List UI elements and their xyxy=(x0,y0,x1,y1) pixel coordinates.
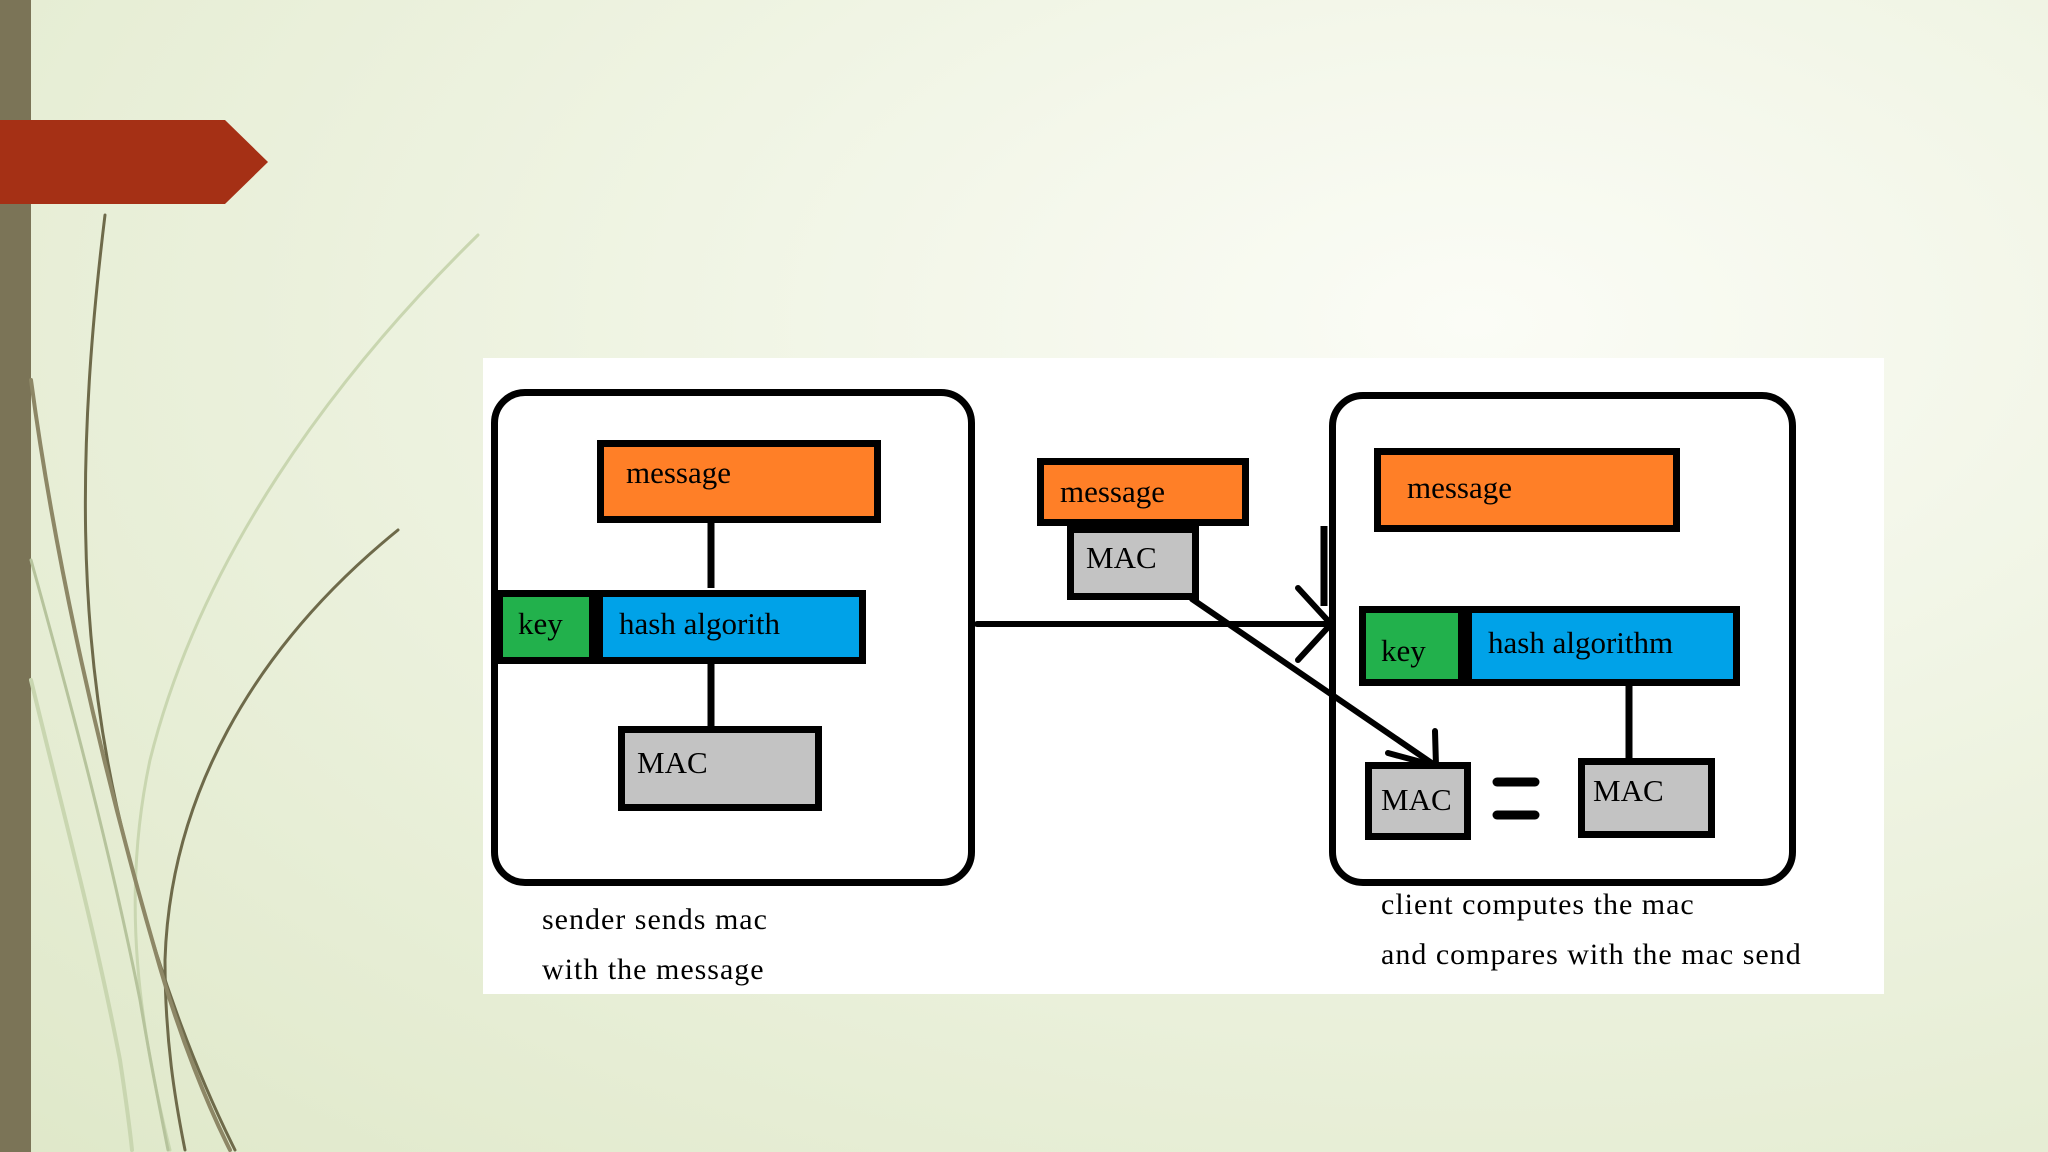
client-caption-line1: client computes the mac xyxy=(1381,888,1695,921)
client-caption-line2: and compares with the mac send xyxy=(1381,938,1802,971)
computed-mac-box: MAC xyxy=(1578,758,1715,838)
title-tag xyxy=(0,120,268,204)
sender-caption-line2: with the message xyxy=(542,953,765,986)
sender-message-box: message xyxy=(597,440,881,523)
received-mac-box: MAC xyxy=(1365,762,1471,840)
mac-diagram: message key hash algorith MAC message MA… xyxy=(483,358,1884,994)
client-key-box: key xyxy=(1359,606,1465,686)
sender-mac-box: MAC xyxy=(618,726,822,811)
sender-panel xyxy=(491,389,975,886)
equals-sign xyxy=(1492,777,1540,820)
client-hash-box: hash algorithm xyxy=(1465,606,1740,686)
sender-key-box: key xyxy=(496,590,596,664)
transit-mac-box: MAC xyxy=(1067,526,1199,600)
sender-hash-box: hash algorith xyxy=(596,590,866,664)
transit-message-box: message xyxy=(1037,458,1249,526)
client-message-box: message xyxy=(1374,448,1680,532)
client-panel xyxy=(1329,392,1796,886)
sender-caption-line1: sender sends mac xyxy=(542,903,768,936)
